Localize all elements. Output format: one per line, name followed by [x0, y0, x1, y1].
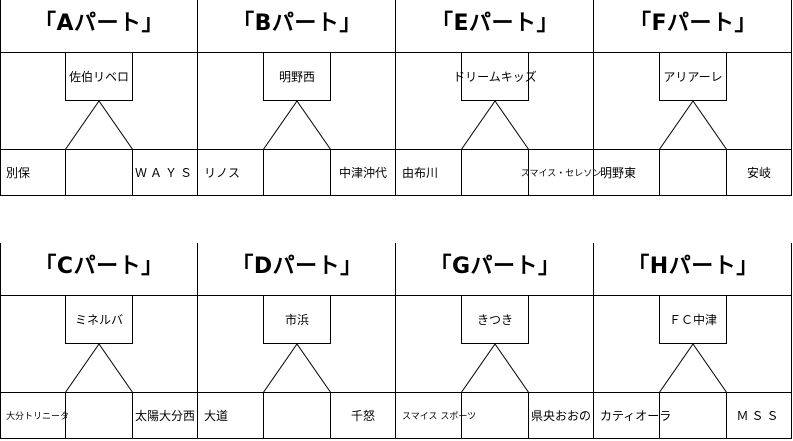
bracket-triangle — [658, 343, 728, 394]
part-title: 「Aパート」 — [33, 11, 165, 36]
bracket-triangle — [460, 100, 530, 151]
part-block: 「Cパート」ミネルバ大分トリニータ 太陽大分西 — [0, 243, 198, 441]
part-block: 「Gパート」きつきスマイス スポーツ 県央おおの — [396, 243, 594, 441]
top-team-box: 市浜 — [263, 295, 331, 344]
left-team-name: スマイス スポーツ — [402, 412, 477, 422]
part-title: 「Hパート」 — [627, 254, 759, 279]
left-border — [0, 243, 1, 439]
right-team-name: ＭＳＳ — [736, 409, 782, 423]
column-divider — [395, 243, 396, 439]
part-title: 「Bパート」 — [232, 11, 362, 36]
bracket-triangle — [262, 100, 332, 151]
match-result-box — [461, 392, 529, 439]
part-block: 「Aパート」佐伯リベロ別保 ＷＡＹＳ — [0, 0, 198, 198]
match-result-box — [65, 392, 133, 439]
bracket-triangle — [658, 100, 728, 151]
right-team-name: ＷＡＹＳ — [134, 166, 195, 180]
right-team-name: 県央おおの — [530, 409, 591, 423]
bracket-triangle — [64, 343, 134, 394]
bracket-lines — [64, 343, 134, 394]
top-team-box: ドリームキッズ — [453, 52, 537, 101]
bracket-lines — [460, 343, 530, 394]
part-block: 「Dパート」市浜大道 千怒 — [198, 243, 396, 441]
left-team-name: 大分トリニータ — [6, 412, 70, 422]
bracket-triangle — [460, 343, 530, 394]
part-block: 「Hパート」 ＦＣ中津カティオーラ ＭＳＳ — [594, 243, 792, 441]
left-border — [0, 0, 1, 196]
column-divider — [791, 243, 792, 439]
match-result-box — [65, 149, 133, 196]
top-team-box: ミネルバ — [65, 295, 133, 344]
part-block: 「Eパート」ドリームキッズ由布川 スマイス・セレソン — [396, 0, 602, 198]
right-team-name: スマイス・セレソン — [520, 169, 602, 179]
top-team-box: アリアーレ — [659, 52, 727, 101]
left-team-name: 由布川 — [402, 166, 439, 180]
right-team-name: 太陽大分西 — [134, 409, 195, 423]
match-result-box — [659, 392, 727, 439]
column-divider — [593, 0, 594, 196]
column-divider — [197, 0, 198, 196]
match-result-box — [263, 149, 331, 196]
bracket-triangle — [64, 100, 134, 151]
bracket-lines — [262, 343, 332, 394]
bracket-triangle — [262, 343, 332, 394]
right-team-name: 中津沖代 — [338, 166, 387, 180]
part-title: 「Cパート」 — [34, 254, 164, 279]
top-team-box: 明野西 — [263, 52, 331, 101]
match-result-box — [461, 149, 529, 196]
top-team-box: きつき — [461, 295, 529, 344]
part-title: 「Eパート」 — [430, 11, 560, 36]
top-team-box: 佐伯リベロ — [65, 52, 133, 101]
left-team-name: 別保 — [6, 166, 31, 180]
top-team-box: ＦＣ中津 — [659, 295, 727, 344]
column-divider — [791, 0, 792, 196]
bracket-lines — [262, 100, 332, 151]
match-result-box — [263, 392, 331, 439]
part-title: 「Fパート」 — [628, 11, 758, 36]
match-result-box — [659, 149, 727, 196]
left-team-name: カティオーラ — [600, 409, 672, 423]
right-team-name: 安岐 — [746, 166, 771, 180]
part-title: 「Gパート」 — [429, 254, 561, 279]
left-team-name: リノス — [204, 166, 241, 180]
bracket-lines — [460, 100, 530, 151]
column-divider — [197, 243, 198, 439]
column-divider — [593, 243, 594, 439]
left-team-name: 明野東 — [600, 166, 637, 180]
bracket-lines — [658, 343, 728, 394]
left-team-name: 大道 — [204, 409, 229, 423]
part-block: 「Fパート」アリアーレ明野東 安岐 — [594, 0, 792, 198]
bracket-lines — [64, 100, 134, 151]
part-title: 「Dパート」 — [231, 254, 363, 279]
column-divider — [395, 0, 396, 196]
bracket-lines — [658, 100, 728, 151]
part-block: 「Bパート」明野西リノス 中津沖代 — [198, 0, 396, 198]
right-team-name: 千怒 — [350, 409, 375, 423]
